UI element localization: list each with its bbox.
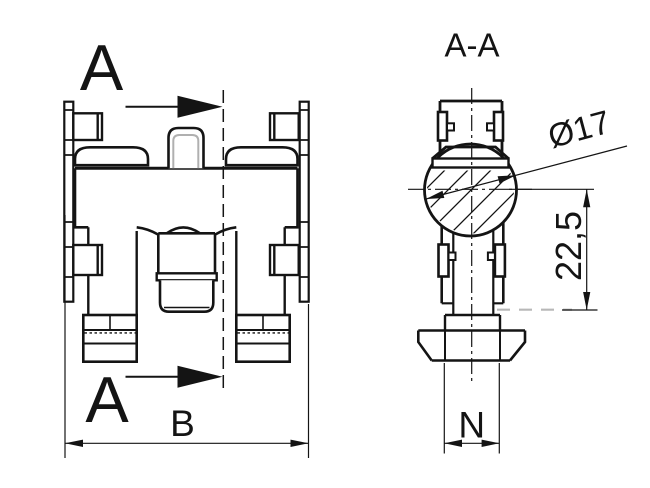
- clamp-block-top-left: [72, 112, 104, 142]
- clamp-body: [73, 166, 299, 236]
- dim-diameter-label: Ø17: [544, 103, 614, 155]
- label-a-bottom: A: [85, 363, 129, 436]
- ball-cap: [431, 145, 510, 169]
- clamp-block-bottom-right: [268, 243, 300, 277]
- dim-b-arrow-right: [290, 439, 309, 447]
- knob: [167, 126, 205, 169]
- t-foot: [417, 313, 527, 362]
- label-a-top: A: [80, 31, 124, 104]
- dim-slot-label: N: [458, 405, 485, 446]
- ball-dome-right: [224, 146, 299, 167]
- foot-right: [235, 313, 292, 364]
- ball-dome-left: [73, 146, 150, 167]
- front-view: A A B: [63, 31, 310, 458]
- rail-right: [298, 100, 310, 303]
- dim-height-22-5: 22,5: [505, 188, 598, 311]
- dim-b-arrow-left: [65, 439, 83, 447]
- foot-left: [82, 313, 139, 364]
- clip-lower-right: [486, 243, 507, 278]
- clip-upper-right: [486, 110, 505, 142]
- section-view-title: A-A: [444, 27, 499, 64]
- hatching: [427, 170, 514, 234]
- clamp-block-top-right: [268, 112, 300, 142]
- clip-lower-left: [437, 243, 457, 278]
- dim-b-label: B: [170, 403, 195, 444]
- clip-upper-left: [436, 110, 455, 142]
- section-arrow-bottom: [125, 365, 223, 388]
- rail-left: [63, 100, 75, 303]
- section-view-a-a: A-A: [408, 27, 628, 454]
- dim-slot-n: N: [443, 363, 500, 454]
- clamp-block-bottom-left: [72, 243, 104, 277]
- knob-inner-line: [172, 134, 200, 169]
- dim-height-label: 22,5: [548, 211, 589, 281]
- section-arrow-top: [125, 95, 223, 118]
- dim-b: B: [64, 215, 310, 458]
- t-bolt-head: [155, 226, 218, 313]
